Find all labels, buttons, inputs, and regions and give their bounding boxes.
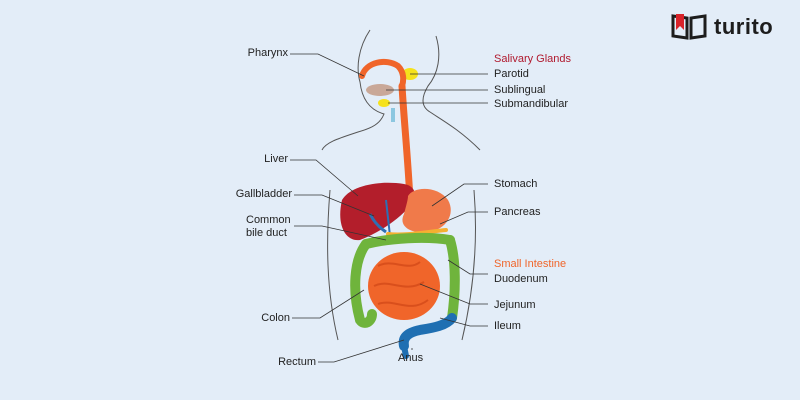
brand-name: turito — [714, 14, 774, 39]
sublingual-label: Sublingual — [494, 84, 546, 96]
rectum-line — [318, 339, 405, 363]
gallbladder-line — [294, 194, 375, 217]
gallbladder-label: Gallbladder — [235, 188, 292, 200]
turito-logo: turito — [670, 12, 773, 42]
rectum — [398, 313, 457, 351]
colon-line — [292, 289, 365, 319]
liver — [340, 182, 415, 241]
pharynx-shape — [359, 58, 407, 89]
ileum-label: Ileum — [494, 320, 521, 332]
liver-line — [290, 159, 359, 197]
torso-outline-right — [461, 189, 476, 341]
common-bile-duct-line — [294, 225, 387, 241]
pancreas-label: Pancreas — [494, 206, 541, 218]
anus-label: Anus — [398, 352, 424, 364]
rectum-label: Rectum — [278, 356, 316, 368]
colon-label: Colon — [261, 312, 290, 324]
common-bile-duct-label: Common bile duct — [246, 214, 291, 240]
body-outline-right — [422, 35, 481, 151]
leader-lines — [290, 53, 488, 363]
submandibular-gland — [378, 99, 390, 107]
descending-colon — [445, 235, 460, 323]
common-bile-duct-label-line2: bile duct — [246, 227, 287, 239]
common-bile-duct-label-line1: Common — [246, 214, 291, 226]
open-book-icon — [671, 14, 707, 40]
pharynx-label: Pharynx — [247, 47, 288, 59]
torso-outline-left — [327, 189, 339, 341]
duodenum-line — [447, 259, 488, 275]
transverse-colon — [361, 232, 455, 249]
duodenum-label: Duodenum — [494, 273, 548, 285]
small-intestine-folds — [373, 261, 429, 307]
anus-shape — [401, 343, 409, 359]
liver-label: Liver — [264, 153, 288, 165]
parotid-label: Parotid — [494, 68, 529, 80]
pancreas-line — [439, 211, 488, 225]
gallbladder — [368, 213, 387, 234]
stomach-line — [431, 183, 488, 207]
pharynx-line — [290, 53, 365, 77]
sublingual-gland — [366, 84, 394, 96]
body-outline-left — [321, 29, 385, 151]
salivary-glands-header: Salivary Glands — [494, 53, 572, 65]
submandibular-label: Submandibular — [494, 98, 568, 110]
jejunum-line — [419, 283, 488, 305]
stomach — [402, 188, 451, 233]
ileum-line — [439, 317, 488, 327]
stomach-label: Stomach — [494, 178, 538, 190]
colon — [350, 239, 377, 328]
small-intestine-header: Small Intestine — [494, 258, 567, 270]
jejunum-label: Jejunum — [494, 299, 536, 311]
common-bile-duct — [385, 199, 391, 237]
